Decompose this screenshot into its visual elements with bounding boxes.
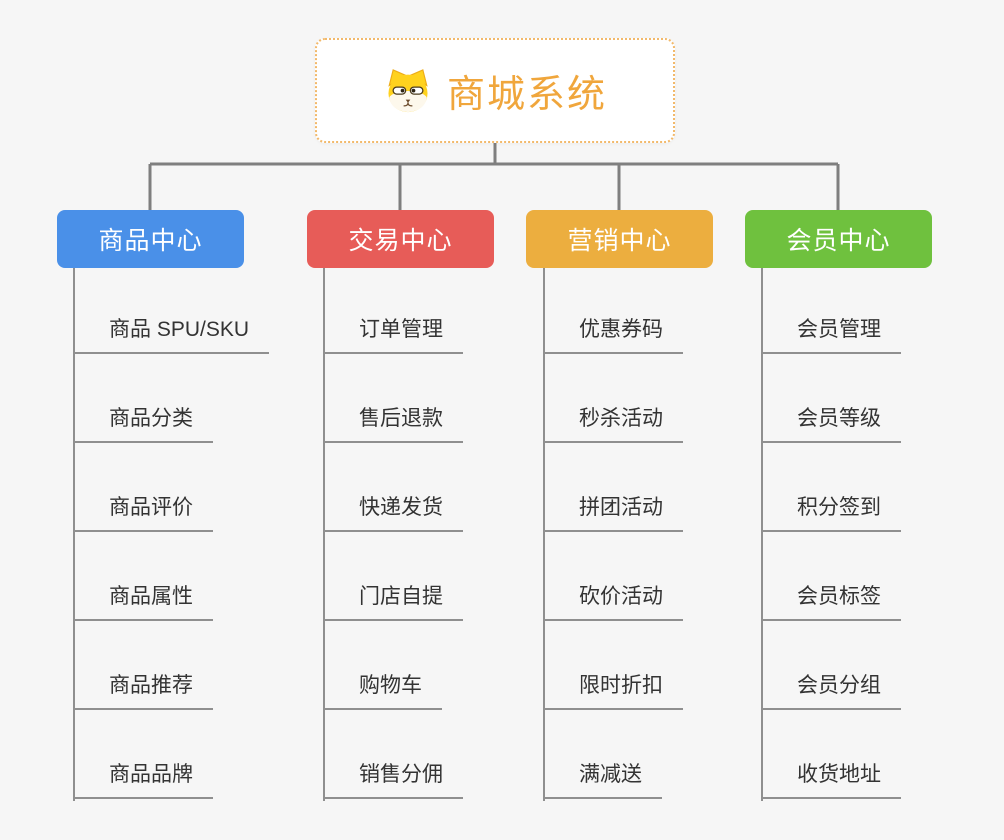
leaf-topic[interactable]: 门店自提 xyxy=(325,570,463,621)
leaf-topic[interactable]: 满减送 xyxy=(545,748,662,799)
leaf-topic[interactable]: 销售分佣 xyxy=(325,748,463,799)
leaf-topic[interactable]: 会员管理 xyxy=(763,303,901,354)
leaf-topic[interactable]: 商品评价 xyxy=(75,481,213,532)
branch-topic-trade-center[interactable]: 交易中心 xyxy=(307,210,494,268)
leaf-topic[interactable]: 订单管理 xyxy=(325,303,463,354)
leaf-topic[interactable]: 售后退款 xyxy=(325,392,463,443)
root-topic[interactable]: 商城系统 xyxy=(315,38,675,143)
leaf-topic[interactable]: 砍价活动 xyxy=(545,570,683,621)
leaf-topic[interactable]: 秒杀活动 xyxy=(545,392,683,443)
shiba-dog-face-icon xyxy=(383,68,433,114)
leaf-topic[interactable]: 优惠券码 xyxy=(545,303,683,354)
leaf-topic[interactable]: 商品 SPU/SKU xyxy=(75,303,270,354)
leaf-list-member-center: 会员管理 会员等级 积分签到 会员标签 会员分组 收货地址 xyxy=(761,268,901,801)
leaf-topic[interactable]: 商品属性 xyxy=(75,570,213,621)
branch-topic-member-center[interactable]: 会员中心 xyxy=(745,210,932,268)
leaf-topic[interactable]: 会员分组 xyxy=(763,659,901,710)
leaf-topic[interactable]: 商品推荐 xyxy=(75,659,213,710)
leaf-list-trade-center: 订单管理 售后退款 快递发货 门店自提 购物车 销售分佣 xyxy=(323,268,463,801)
leaf-topic[interactable]: 购物车 xyxy=(325,659,442,710)
branch-topic-marketing-center[interactable]: 营销中心 xyxy=(526,210,713,268)
leaf-topic[interactable]: 商品品牌 xyxy=(75,748,213,799)
leaf-topic[interactable]: 拼团活动 xyxy=(545,481,683,532)
leaf-topic[interactable]: 商品分类 xyxy=(75,392,213,443)
leaf-topic[interactable]: 收货地址 xyxy=(763,748,901,799)
branch-topic-product-center[interactable]: 商品中心 xyxy=(57,210,244,268)
leaf-list-product-center: 商品 SPU/SKU 商品分类 商品评价 商品属性 商品推荐 商品品牌 xyxy=(73,268,270,801)
leaf-topic[interactable]: 快递发货 xyxy=(325,481,463,532)
leaf-topic[interactable]: 会员等级 xyxy=(763,392,901,443)
leaf-topic[interactable]: 限时折扣 xyxy=(545,659,683,710)
leaf-list-marketing-center: 优惠券码 秒杀活动 拼团活动 砍价活动 限时折扣 满减送 xyxy=(543,268,683,801)
leaf-topic[interactable]: 积分签到 xyxy=(763,481,901,532)
root-topic-title: 商城系统 xyxy=(446,74,607,116)
leaf-topic[interactable]: 会员标签 xyxy=(763,570,901,621)
